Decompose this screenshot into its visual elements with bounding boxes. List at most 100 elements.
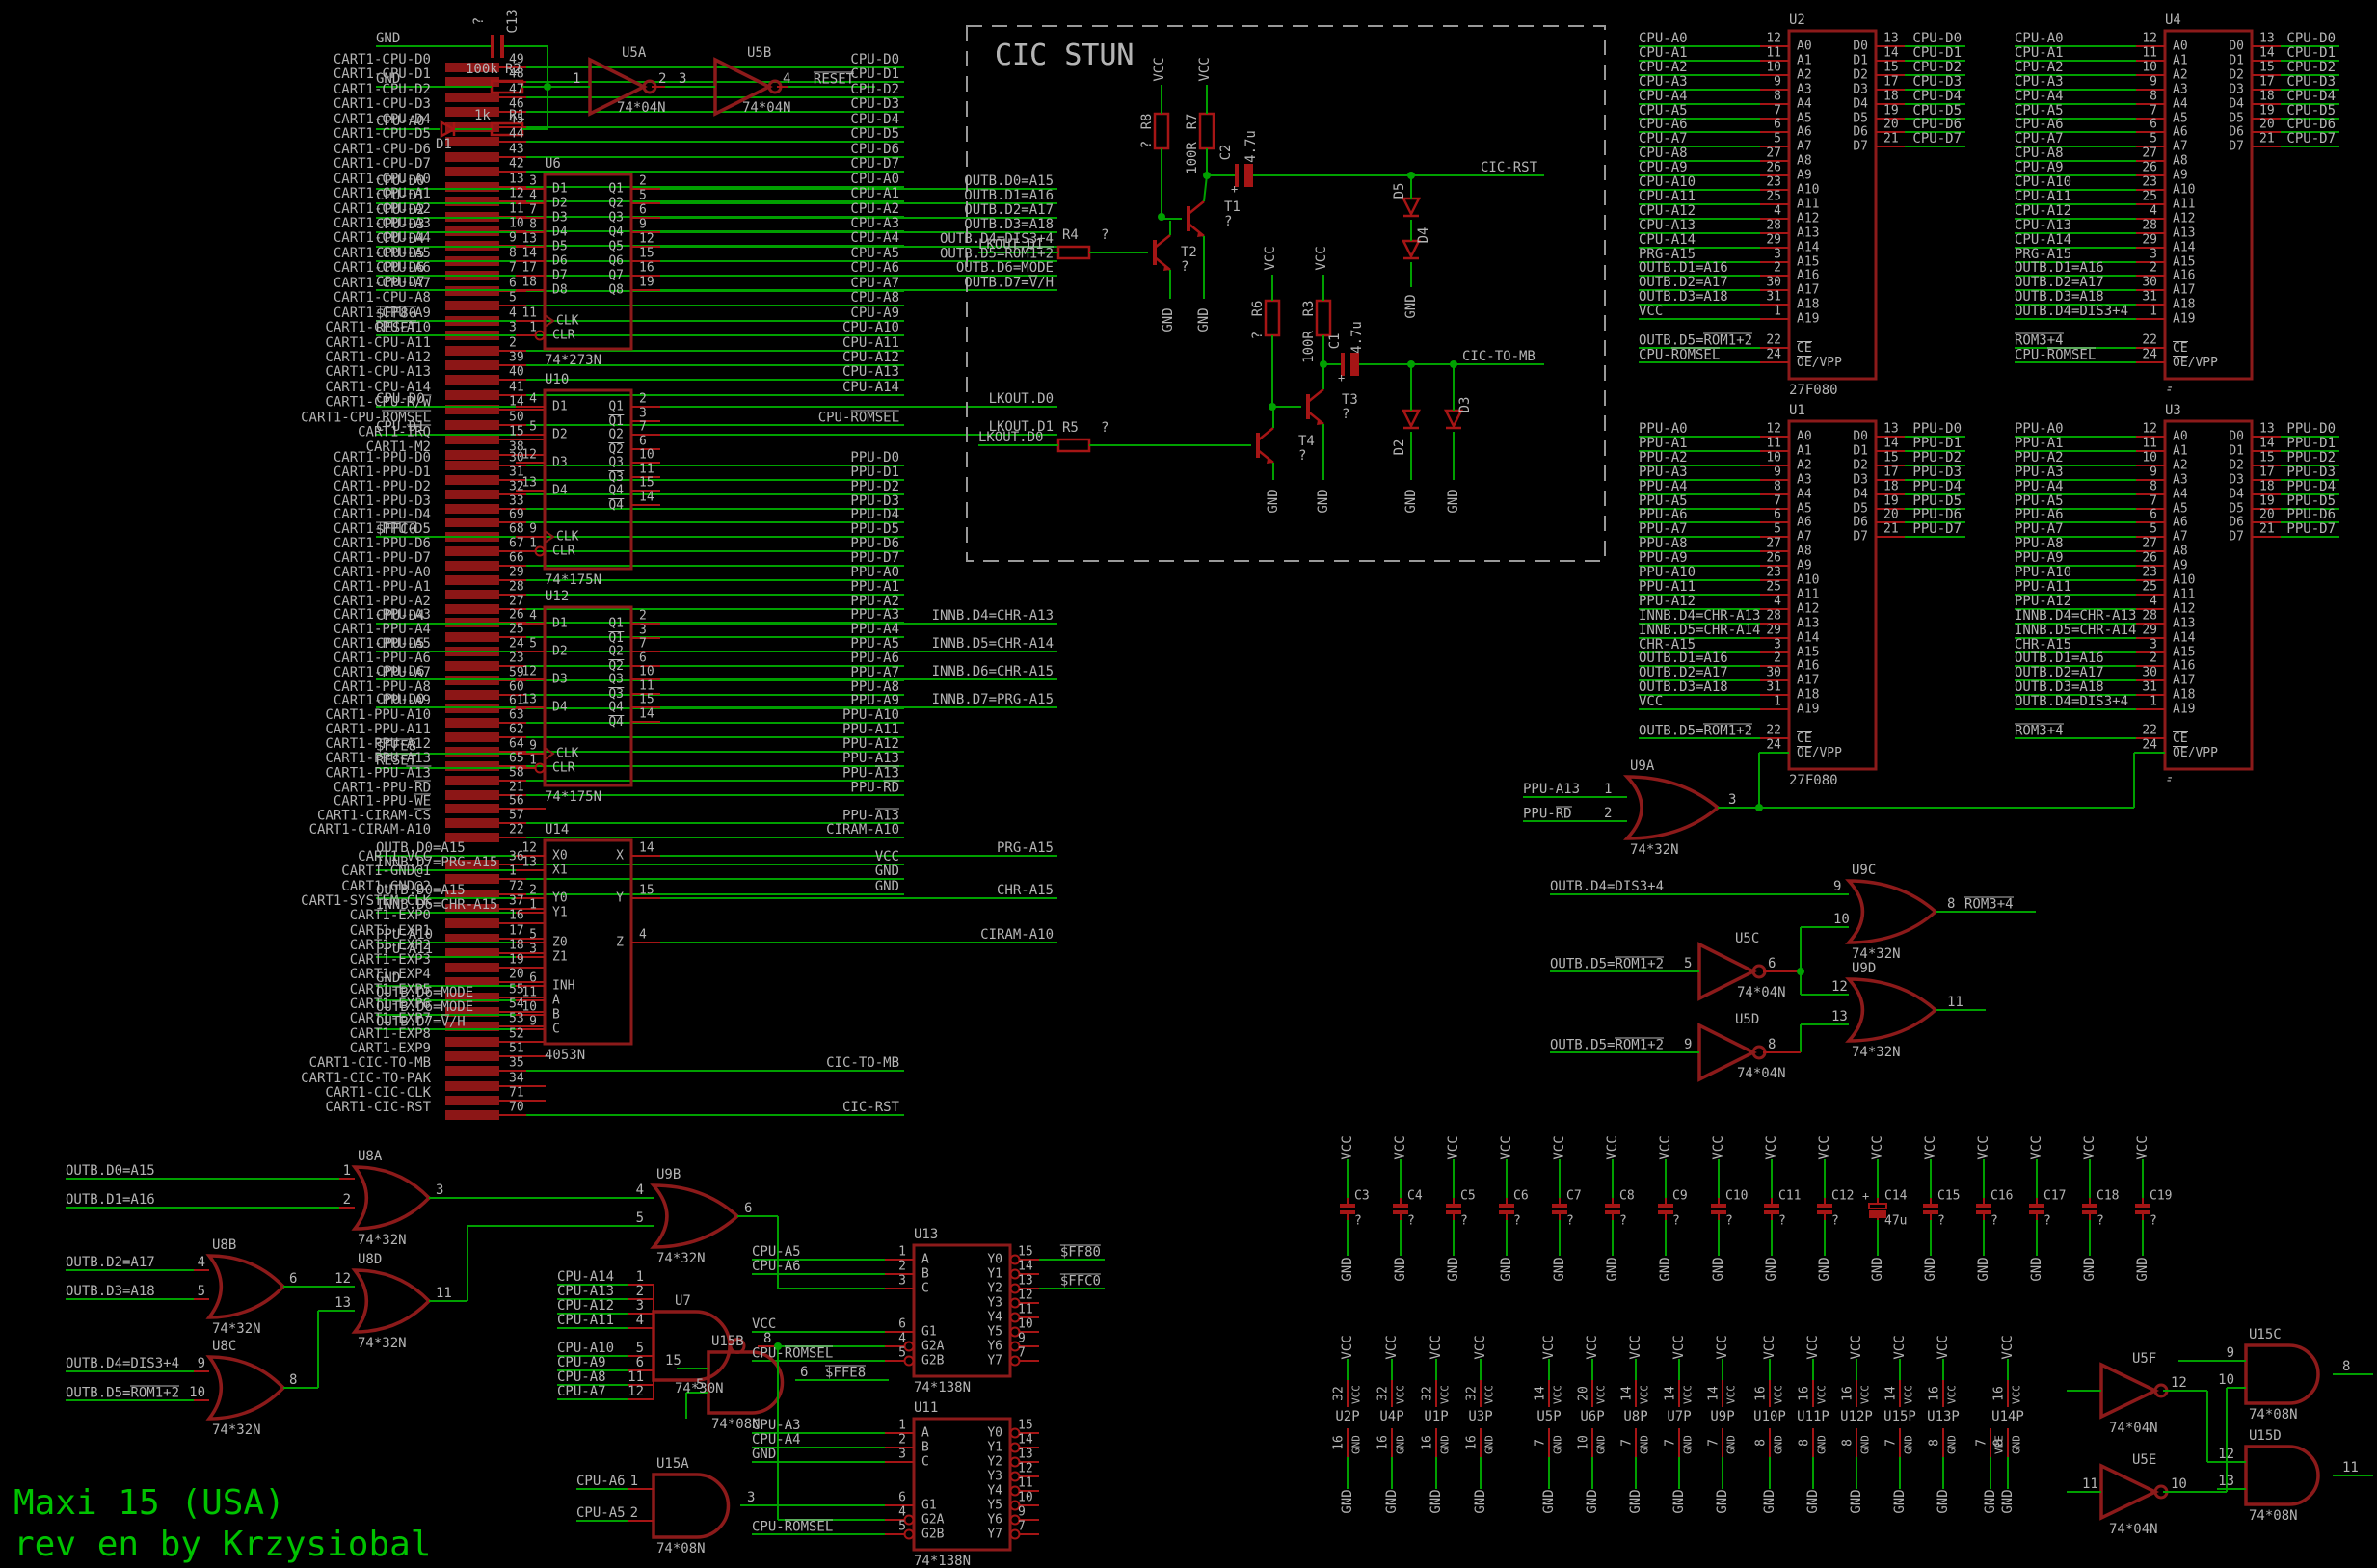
pin-name: D1 [1853,443,1868,459]
net-label: CPU-A0 [850,172,899,187]
gate-ref: U15A [656,1456,689,1472]
pin-number: 65 [509,751,524,766]
label: OUTB.D5=ROM1+2 [1550,1037,1665,1053]
pin-name: D2 [552,427,568,442]
connector-pin-block [445,860,499,869]
pin-name: A17 [2173,282,2196,298]
pin-number: 4 [639,927,647,943]
net-label: PPU-A7 [2015,521,2064,537]
invert-bubble [1009,1500,1021,1511]
pin-name: B [921,1440,929,1455]
label: VCC [1314,246,1329,271]
connector-pin-block [445,818,499,828]
pin-number: 30 [1766,275,1781,290]
net-label: RESET [376,320,417,336]
net-label: CPU-A12 [1639,203,1696,219]
net-label: OUTB.D3=A18 [964,217,1054,232]
connector-pin-label: CART1-PPU-A13 [325,765,431,782]
pin-number: 18 [2259,89,2275,104]
title-line2: rev en by Krzysiobal [13,1525,432,1564]
label: CIC-TO-MB [1462,349,1536,364]
pin-number: 13 [521,692,537,707]
pin-number: 8 [2150,479,2157,494]
net-label: CPU-A14 [2015,232,2072,248]
connector-pin-label: CART1-EXP7 [349,1011,431,1026]
pin-number: 10 [509,216,524,231]
pin-number: 3 [639,623,647,638]
pin-name: D3 [1853,82,1868,97]
connector-pin-label: CART1-PPU-A0 [333,565,431,580]
pin-name: A13 [2173,616,2196,631]
connector-pin-label: CART1-EXP4 [349,967,431,982]
pin-number: 20 [509,967,524,982]
pin-number: 4 [2150,203,2157,219]
gate-ref: U8B [212,1237,237,1253]
pin-number: 68 [509,521,524,537]
net-label: CPU-D4 [376,608,425,624]
pin-name: A12 [2173,601,2196,617]
connector-pin-block [445,934,499,943]
pin-number: 15 [1883,450,1899,465]
pin-number: 14 [509,394,524,410]
pin-number: 9 [529,521,537,537]
net-label: OUTB.D0=A15 [964,173,1054,189]
pin-name: CLK [556,313,579,329]
pin-name: Y2 [987,1454,1002,1470]
connector-pin-block [445,107,499,117]
cap-value: ? [1460,1213,1468,1229]
power-flag: GND [1805,1489,1821,1514]
net-label: CPU-D4 [850,112,899,127]
pin-number: 39 [509,350,524,365]
chip-part: 4053N [545,1048,586,1063]
pin-name: A19 [1797,311,1820,327]
connector-pin-label: CART1-CPU-A10 [325,320,431,335]
power-flag: GND [1715,1489,1730,1514]
pin-name: A10 [1797,572,1820,588]
pin-name: Y4 [987,1483,1002,1499]
gate-ref: U5C [1735,931,1760,946]
pin-number: 6 [529,970,537,986]
label: GND [1266,489,1281,514]
pin-number: 29 [1766,232,1781,248]
net-label: CIRAM-A10 [826,822,899,837]
connector-pin-block [445,874,499,884]
pin-name: Y6 [987,1512,1002,1528]
pin-number: 18 [1883,89,1899,104]
net-label: CPU-ROMSEL [1639,347,1721,363]
chip-part: 74*175N [545,572,602,588]
pin-number: 7 [639,636,647,651]
pin-name: A7 [2173,139,2188,154]
connector-pin-block [445,790,499,800]
pin-name: Q3 [608,672,624,687]
pin-number: 20 [1883,117,1899,132]
label: PPU-RD [1523,806,1572,822]
pin-number: 57 [509,808,524,823]
pin-number: 32 [1375,1386,1391,1401]
label: CPU-A7 [557,1384,606,1399]
label: 12 [1831,979,1848,995]
net-label: PPU-A13 [841,808,899,824]
label: OUTB.D2=A17 [66,1255,155,1270]
pin-name: A6 [2173,124,2188,140]
connector-pin-label: CART1-PPU-D2 [333,479,431,494]
pin-number: 35 [509,1055,524,1071]
net-label: OUTB.D2=A17 [1639,665,1728,680]
net-label: CPU-D1 [1912,45,1962,61]
net-label: PPU-A6 [1639,507,1688,522]
pin-number: 8 [1797,1439,1812,1447]
pin-name: A0 [1797,39,1812,54]
power-ref: U11P [1797,1409,1829,1424]
pin-number: 2 [639,391,647,407]
chip-part: - [2165,383,2174,398]
gate-or [205,1254,286,1319]
net-label: CPU-A2 [2015,60,2064,75]
pin-number: 22 [509,822,524,837]
pin-number: 46 [509,96,524,112]
pin-number: 7 [1883,1439,1899,1447]
connector-pin-label: CART1-CIC-RST [325,1100,431,1115]
pin-number: 1 [509,864,517,879]
connector-pin-block [445,461,499,470]
invert-bubble [1009,1312,1021,1323]
pin-number: 1 [2150,694,2157,709]
invert-bubble [534,545,546,557]
